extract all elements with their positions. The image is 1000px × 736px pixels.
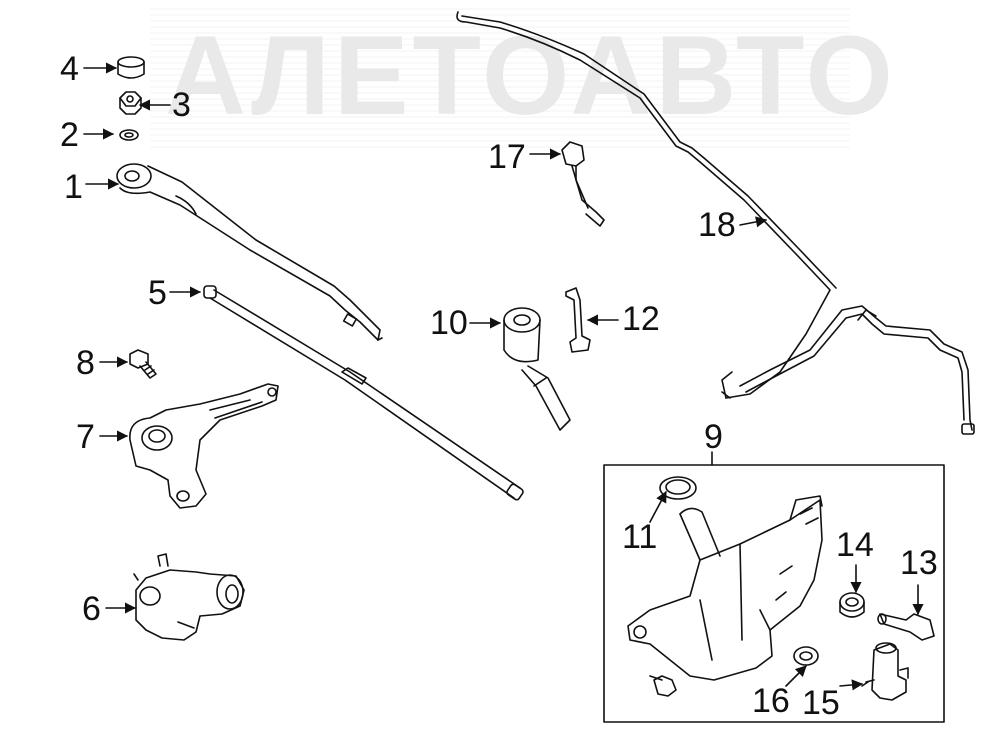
- part-bracket: [565, 287, 591, 353]
- callout-16: 16: [752, 682, 790, 720]
- part-small-grommet: [793, 646, 819, 666]
- callout-15: 15: [802, 684, 840, 722]
- callout-8: 8: [76, 344, 95, 382]
- part-clip: [561, 141, 605, 227]
- part-hose: [456, 11, 975, 435]
- callout-7: 7: [76, 418, 95, 456]
- callout-3: 3: [172, 86, 191, 124]
- part-nut: [119, 91, 142, 115]
- part-bolt: [129, 349, 157, 379]
- callout-11: 11: [622, 518, 658, 556]
- callout-9: 9: [704, 418, 723, 456]
- callout-12: 12: [622, 300, 660, 338]
- callout-4: 4: [60, 50, 79, 88]
- callout-14: 14: [836, 526, 874, 564]
- callout-18: 18: [698, 206, 736, 244]
- callout-10: 10: [430, 304, 468, 342]
- callout-1: 1: [64, 168, 83, 206]
- callout-5: 5: [148, 274, 167, 312]
- callout-6: 6: [82, 590, 101, 628]
- part-wiper-motor: [133, 553, 245, 641]
- callout-13: 13: [900, 544, 938, 582]
- part-linkage: [129, 383, 279, 509]
- part-wiper-blade: [203, 285, 524, 501]
- part-level-sensor: [877, 613, 935, 641]
- part-washer-pump: [861, 642, 909, 701]
- part-reservoir: [627, 495, 823, 681]
- leader-arrows: [83, 62, 924, 691]
- part-pump-grommet: [839, 592, 865, 618]
- part-grommet: [503, 307, 571, 431]
- part-cap: [117, 56, 145, 79]
- callout-17: 17: [488, 138, 526, 176]
- part-screw: [649, 675, 677, 697]
- reservoir-assembly-box: [603, 464, 945, 723]
- part-wiper-arm: [116, 163, 383, 341]
- part-washer: [119, 129, 139, 141]
- callout-2: 2: [60, 116, 79, 154]
- part-seal: [659, 476, 697, 500]
